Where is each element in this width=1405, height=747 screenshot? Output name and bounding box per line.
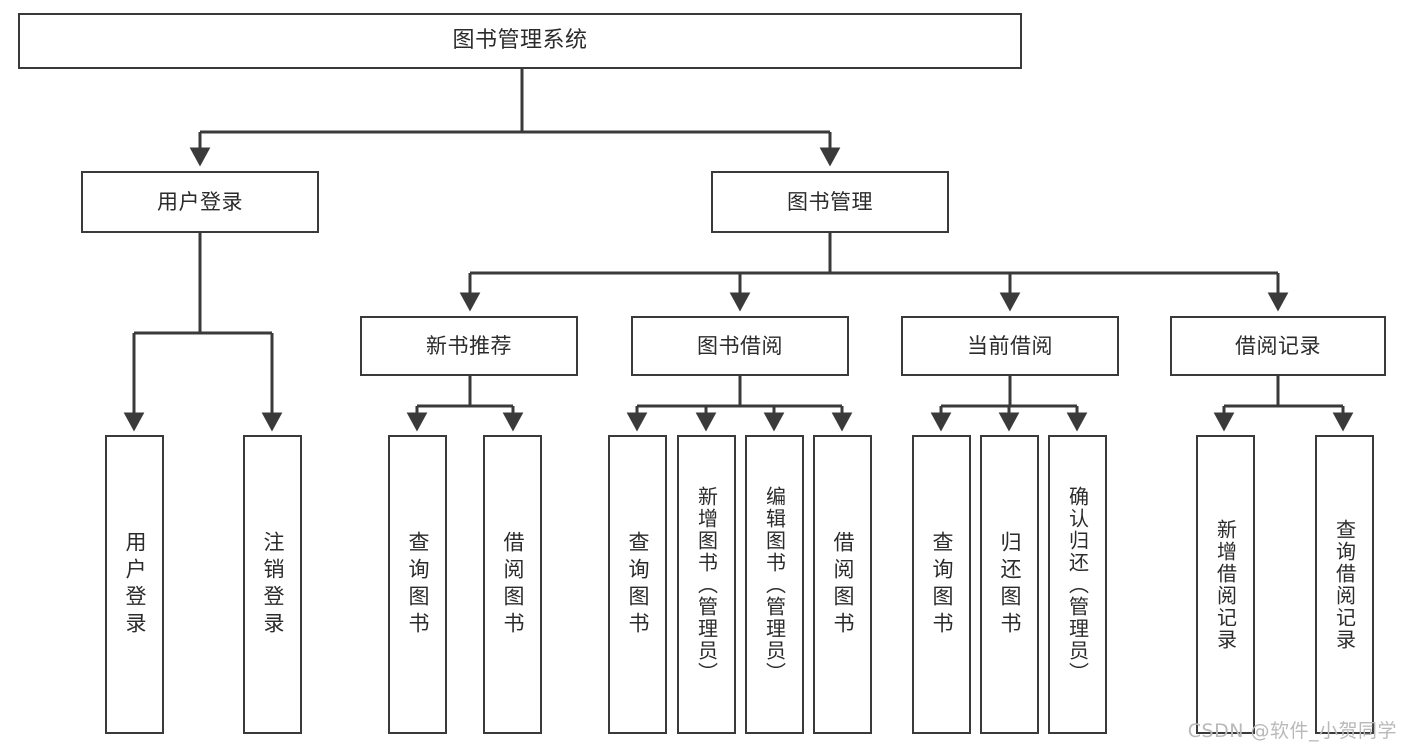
node-leaf-query-book-2[interactable]: 查询图书 xyxy=(608,435,667,734)
node-leaf-add-borrow-record-label: 新增借阅记录 xyxy=(1213,518,1238,651)
node-user-login-label: 用户登录 xyxy=(157,189,243,214)
node-new-book-recommend[interactable]: 新书推荐 xyxy=(360,316,578,376)
node-leaf-borrow-book-1[interactable]: 借阅图书 xyxy=(483,435,542,734)
node-leaf-confirm-return-admin-label: 确认归还（管理员） xyxy=(1065,485,1090,684)
node-leaf-query-borrow-record-label: 查询借阅记录 xyxy=(1332,518,1357,651)
node-borrow-record-label: 借阅记录 xyxy=(1235,333,1321,358)
node-leaf-query-book-2-label: 查询图书 xyxy=(626,530,650,639)
node-leaf-add-book-admin-label: 新增图书（管理员） xyxy=(694,485,719,684)
node-root-label: 图书管理系统 xyxy=(452,28,588,54)
node-leaf-user-login-label: 用户登录 xyxy=(123,530,147,639)
node-current-borrow-label: 当前借阅 xyxy=(967,333,1053,358)
node-leaf-edit-book-admin-label: 编辑图书（管理员） xyxy=(762,485,787,684)
node-leaf-borrow-book-2[interactable]: 借阅图书 xyxy=(813,435,872,734)
node-leaf-borrow-book-2-label: 借阅图书 xyxy=(831,530,855,639)
node-leaf-confirm-return-admin[interactable]: 确认归还（管理员） xyxy=(1048,435,1107,734)
node-leaf-return-book[interactable]: 归还图书 xyxy=(980,435,1039,734)
node-leaf-add-book-admin[interactable]: 新增图书（管理员） xyxy=(677,435,736,734)
node-leaf-user-login[interactable]: 用户登录 xyxy=(105,435,164,734)
node-book-manage[interactable]: 图书管理 xyxy=(711,171,949,233)
node-user-login[interactable]: 用户登录 xyxy=(81,171,319,233)
node-leaf-query-book-1[interactable]: 查询图书 xyxy=(388,435,447,734)
node-leaf-query-borrow-record[interactable]: 查询借阅记录 xyxy=(1315,435,1374,734)
node-new-book-recommend-label: 新书推荐 xyxy=(426,333,512,358)
node-book-borrow[interactable]: 图书借阅 xyxy=(631,316,849,376)
node-leaf-query-book-3-label: 查询图书 xyxy=(930,530,954,639)
node-leaf-edit-book-admin[interactable]: 编辑图书（管理员） xyxy=(745,435,804,734)
node-leaf-logout-login-label: 注销登录 xyxy=(261,530,285,639)
watermark: CSDN @软件_小贺同学 xyxy=(1187,720,1397,742)
node-leaf-logout-login[interactable]: 注销登录 xyxy=(243,435,302,734)
node-leaf-return-book-label: 归还图书 xyxy=(998,530,1022,639)
node-leaf-borrow-book-1-label: 借阅图书 xyxy=(501,530,525,639)
node-borrow-record[interactable]: 借阅记录 xyxy=(1170,316,1386,376)
node-root[interactable]: 图书管理系统 xyxy=(18,13,1022,69)
node-current-borrow[interactable]: 当前借阅 xyxy=(901,316,1119,376)
node-leaf-query-book-3[interactable]: 查询图书 xyxy=(912,435,971,734)
node-leaf-query-book-1-label: 查询图书 xyxy=(406,530,430,639)
node-book-manage-label: 图书管理 xyxy=(787,189,873,214)
node-book-borrow-label: 图书借阅 xyxy=(697,333,783,358)
node-leaf-add-borrow-record[interactable]: 新增借阅记录 xyxy=(1196,435,1255,734)
